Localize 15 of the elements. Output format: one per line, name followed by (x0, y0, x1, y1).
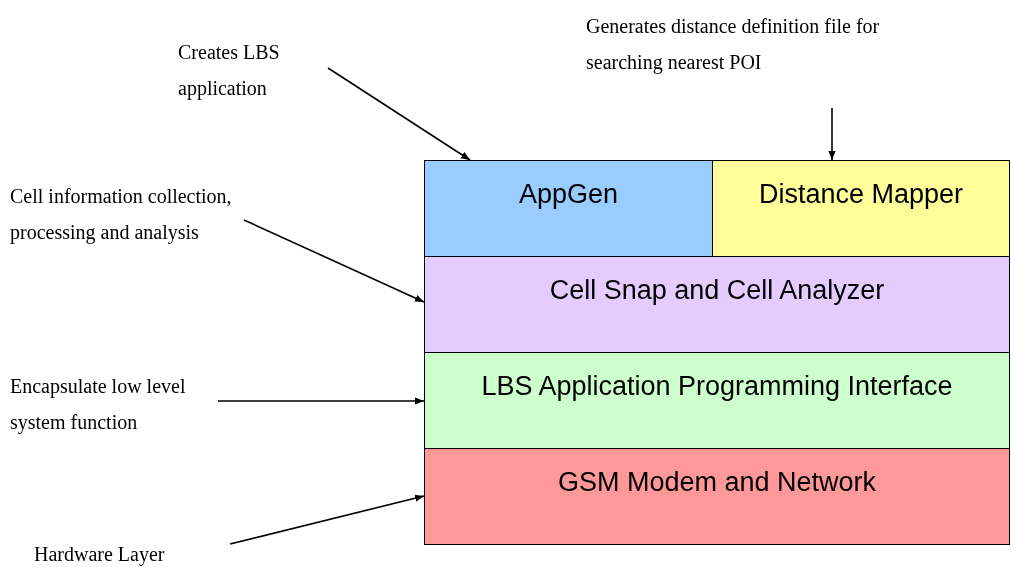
layer-box: GSM Modem and Network (424, 448, 1010, 545)
annotation-text: Hardware Layer (34, 536, 194, 566)
arrow (229, 494, 425, 545)
layer-box: Distance Mapper (712, 160, 1010, 257)
arrow (327, 67, 471, 161)
arrow (828, 107, 836, 161)
annotation-text: Creates LBS application (178, 34, 328, 108)
arrow (243, 219, 425, 303)
annotation-text: Cell information collection, processing and analysis (10, 178, 242, 254)
arrow (217, 397, 425, 405)
annotation-text: Encapsulate low level system function (10, 368, 216, 446)
layer-box: Cell Snap and Cell Analyzer (424, 256, 1010, 353)
layer-box: LBS Application Programming Interface (424, 352, 1010, 449)
annotation-text: Generates distance definition file for searching nearest POI (586, 8, 911, 86)
layer-box: AppGen (424, 160, 713, 257)
